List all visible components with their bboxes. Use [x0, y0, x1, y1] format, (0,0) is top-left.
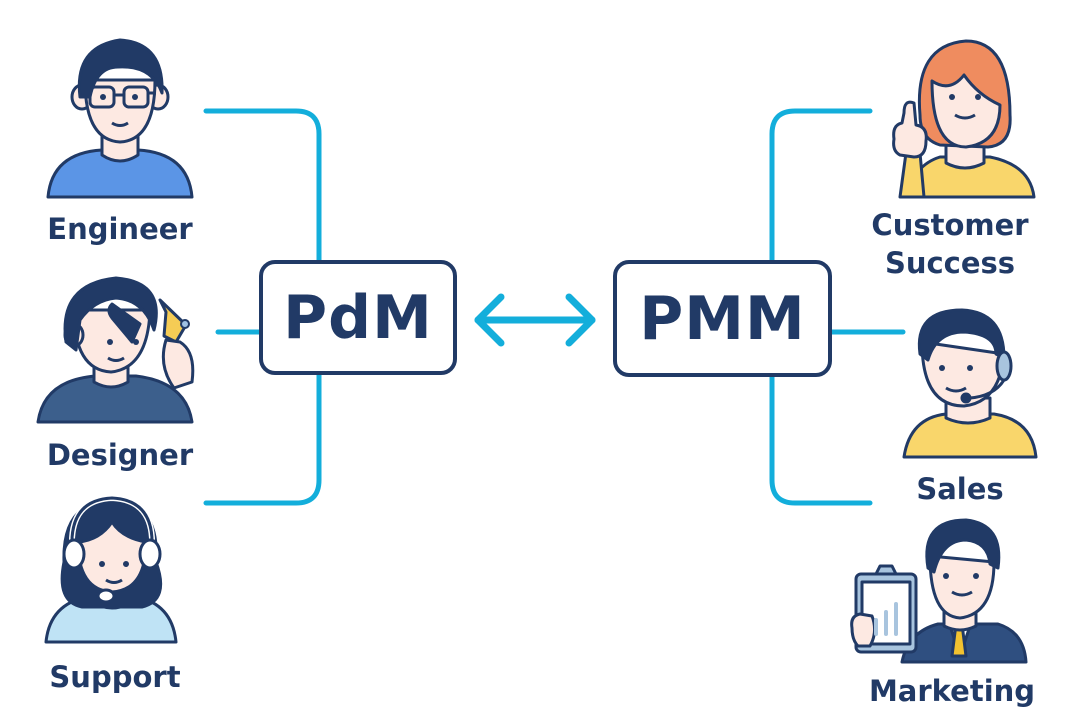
connector-support	[203, 370, 322, 506]
pdm-label: PdM	[283, 282, 433, 353]
double-arrow-icon	[474, 293, 596, 347]
pmm-label: PMM	[639, 283, 806, 354]
designer-avatar-icon	[36, 276, 195, 424]
pmm-box: PMM	[613, 260, 832, 377]
role-label-customer-success: Customer Success	[850, 206, 1050, 282]
role-label-engineer: Engineer	[47, 212, 193, 246]
customer-success-avatar-icon	[892, 39, 1036, 199]
connector-customer-success	[769, 108, 873, 265]
role-label-marketing: Marketing	[868, 674, 1036, 708]
role-label-customer-success-line2: Success	[884, 246, 1016, 280]
role-label-customer-success-line1: Customer	[871, 208, 1029, 242]
role-label-sales: Sales	[916, 472, 1004, 506]
support-avatar-icon	[44, 495, 178, 644]
connector-marketing	[769, 370, 873, 506]
sales-avatar-icon	[902, 308, 1038, 459]
role-label-designer: Designer	[46, 438, 194, 472]
engineer-avatar-icon	[46, 38, 194, 199]
role-label-support: Support	[49, 660, 181, 694]
connector-engineer	[203, 108, 322, 265]
marketing-avatar-icon	[850, 518, 1028, 664]
pdm-box: PdM	[259, 260, 457, 375]
